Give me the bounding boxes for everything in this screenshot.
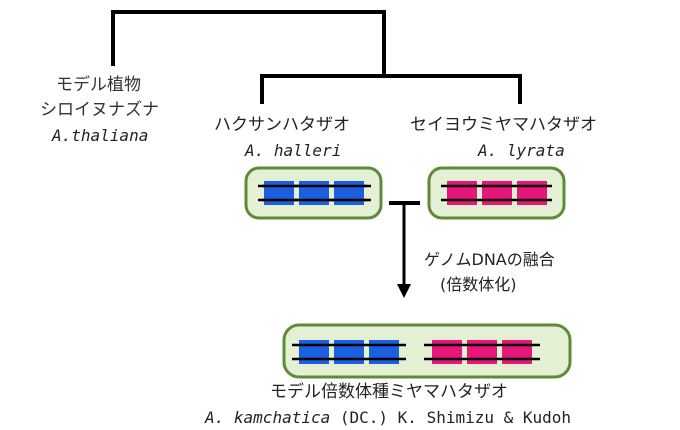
thaliana-common-name-line1: モデル植物 [56,75,141,95]
kamchatica-author: (DC.) K. Shimizu & Kudoh [330,408,572,427]
halleri-genome-block [369,340,399,364]
lyrata-common-name: セイヨウミヤマハタザオ [410,115,597,135]
halleri-cell [244,166,383,220]
halleri-scientific-name: A. halleri [245,141,342,160]
arrow-head [397,284,411,298]
kamchatica-scientific-name: A. kamchatica (DC.) K. Shimizu & Kudoh [205,410,571,426]
process-label-line1: ゲノムDNAの融合 [424,250,555,269]
thaliana-scientific-name: A.thaliana [52,126,149,145]
kamchatica-cell [282,323,572,379]
lyrata-genome-block [502,340,532,364]
halleri-genome-block [299,340,329,364]
halleri-genome-block [334,181,364,205]
halleri-genome-block [299,181,329,205]
halleri-genome-block [264,181,294,205]
kamchatica-genus: A. [205,408,234,427]
merge-arrow [389,201,420,298]
halleri-genome-block [334,340,364,364]
lyrata-genome-block [432,340,462,364]
process-label-line2: (倍数体化) [440,275,517,294]
lyrata-cell [427,166,566,220]
lyrata-genome-block [467,340,497,364]
lyrata-scientific-name: A. lyrata [478,141,565,160]
phylogenetic-tree [111,10,522,104]
kamchatica-common-name: モデル倍数体種ミヤマハタザオ [270,382,508,402]
thaliana-common-name-line2: シロイヌナズナ [40,100,159,120]
lyrata-genome-block [482,181,512,205]
halleri-common-name: ハクサンハタザオ [214,115,350,135]
lyrata-genome-block [517,181,547,205]
kamchatica-species: kamchatica [233,408,331,427]
lyrata-genome-block [447,181,477,205]
